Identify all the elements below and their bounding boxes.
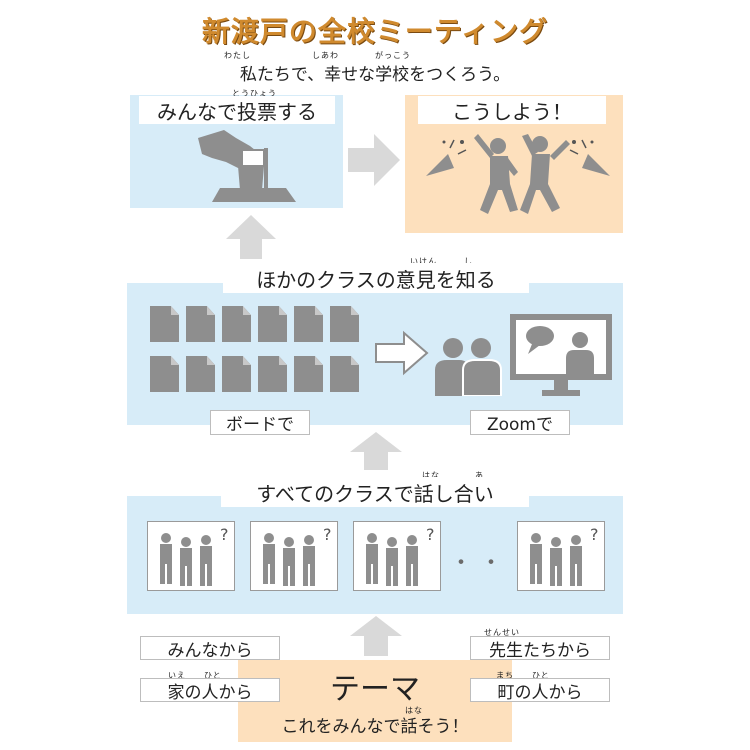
class-group-card: ? [250,521,338,591]
svg-text:?: ? [426,525,435,544]
ballot-vote-icon [198,130,296,202]
group-people-icon: ? [530,525,599,586]
document-icon [150,306,179,342]
source-town: 町の人から [470,678,610,703]
source-teachers: 先生たちから [470,636,610,661]
source-family: 家の人から [140,678,280,703]
arrow-up-icon [350,432,402,470]
document-icon [150,356,179,392]
party-popper-left-icon [426,139,467,176]
document-icon [186,306,215,342]
group-people-icon: ? [263,525,332,586]
vote-title: みんなで投票する [139,96,335,124]
board-label: ボードで [210,410,310,435]
source-family-ruby-ie: いえ [168,671,186,680]
page-title: 新渡戸の全校ミーティング [201,15,549,48]
arrow-up-icon [350,616,402,656]
document-icon [258,306,287,342]
class-group-card: ? [353,521,441,591]
people-pair-icon [435,338,502,396]
source-teachers-ruby: せんせい [484,628,520,637]
theme-caption-ruby: はな [405,706,423,715]
source-everyone: みんなから [140,636,280,661]
document-icon [294,356,323,392]
share-ruby-iken: いけん [410,257,437,266]
share-title: ほかのクラスの意見を知る [223,263,529,293]
ruby-gakkou: がっこう [375,51,411,60]
theme-title: テーマ [330,672,420,707]
document-icon [330,306,359,342]
theme-caption: これをみんなで話そう！ [281,717,469,737]
group-people-icon: ? [366,525,435,586]
vote-ruby: とうひょう [232,89,277,98]
ruby-shiawase: しあわ [312,51,339,60]
source-family-ruby-hito: ひと [204,671,222,680]
class-group-card: ? [147,521,235,591]
celebrate-icon [426,134,610,214]
theme-panel [238,660,512,742]
ruby-watashi: わたし [224,51,251,60]
group-people-icon: ? [160,525,229,586]
arrow-up-icon [226,215,276,259]
document-icon [258,356,287,392]
source-town-ruby-hito: ひと [532,671,550,680]
document-icon [330,356,359,392]
document-icon [186,356,215,392]
result-title: こうしよう！ [418,96,606,124]
document-icon [294,306,323,342]
svg-text:?: ? [590,525,599,544]
source-town-ruby-machi: まち [496,671,514,680]
share-ruby-shi: し [464,257,473,266]
arrow-outline-right-icon [375,330,429,376]
party-popper-right-icon [569,139,610,176]
discuss-ruby-hana: はな [422,471,440,480]
subtitle: 私たちで、幸せな学校をつくろう。 [239,65,511,85]
video-call-monitor-icon [510,314,612,396]
arrow-right-icon [348,134,400,186]
svg-text:?: ? [220,525,229,544]
svg-text:?: ? [323,525,332,544]
zoom-label: Zoomで [470,410,570,435]
discuss-ruby-a: あ [475,471,484,480]
document-icon [222,306,251,342]
class-group-card: ? [517,521,605,591]
discussion-title: すべてのクラスで話し合い [221,477,529,507]
document-icon [222,356,251,392]
